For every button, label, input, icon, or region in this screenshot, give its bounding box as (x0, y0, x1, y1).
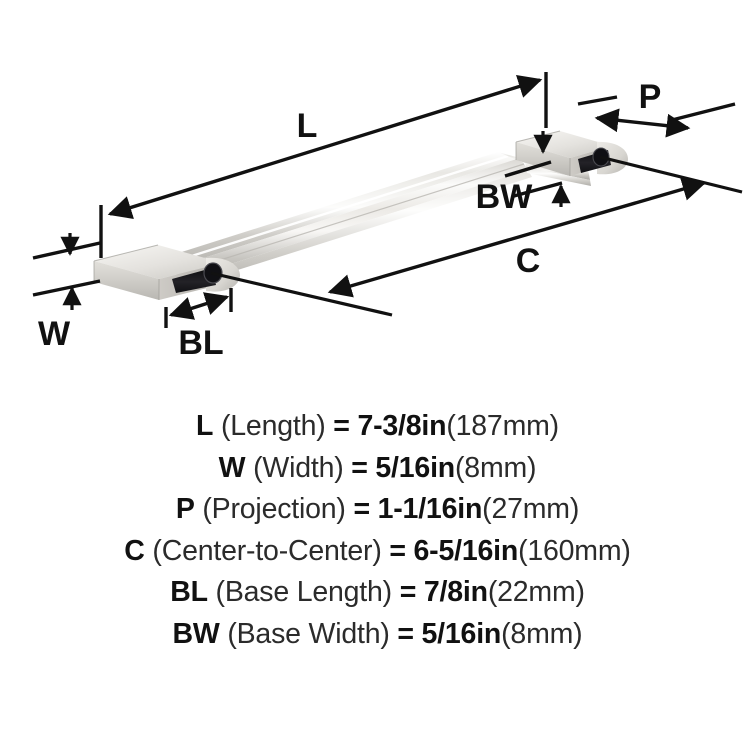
dimension-width: W (32, 233, 101, 353)
left-block-edges (93, 244, 160, 300)
length-label: L (297, 107, 318, 145)
projection-extension-left (577, 95, 618, 106)
spec-code: P (175, 493, 195, 525)
spec-row-width: W (Width) = 5/16in(8mm) (0, 451, 755, 484)
spec-imperial-value: 5/16in (421, 617, 502, 650)
center-extension-left (210, 271, 393, 317)
center-dimension-line (327, 177, 707, 298)
spec-imperial-value: 5/16in (375, 451, 456, 484)
spec-imperial-value: 6-5/16in (413, 534, 519, 567)
projection-extension-right (671, 102, 736, 122)
bar-groove-highlight (159, 154, 509, 268)
spec-metric-value: (22mm) (487, 576, 585, 608)
base-width-tick-upper (504, 160, 552, 178)
spec-row-center-to-center: C (Center-to-Center) = 6-5/16in(160mm) (0, 534, 755, 567)
spec-equals: = (397, 617, 414, 650)
spec-imperial-value: 7-3/8in (357, 410, 447, 442)
spec-name: (Center-to-Center) (152, 534, 382, 567)
width-label: W (38, 315, 71, 353)
bar-groove-shadow (175, 163, 525, 275)
projection-dimension-line (594, 108, 691, 138)
left-screw-hole-rim (203, 262, 223, 284)
spec-code: BW (172, 617, 220, 650)
center-extension-right (599, 155, 743, 194)
spec-name: (Width) (253, 451, 344, 484)
spec-row-base-length: BL (Base Length) = 7/8in(22mm) (0, 578, 755, 607)
width-tick-bottom (32, 279, 101, 297)
base-length-dimension-line (168, 292, 230, 320)
spec-code: C (124, 534, 145, 567)
spec-equals: = (399, 576, 417, 608)
spec-row-projection: P (Projection) = 1-1/16in(27mm) (0, 495, 755, 524)
handle-illustration (93, 130, 628, 300)
spec-code: W (218, 451, 246, 484)
spec-equals: = (389, 534, 406, 567)
spec-imperial-value: 1-1/16in (377, 493, 483, 525)
spec-equals: = (351, 451, 368, 484)
spec-row-length: L (Length) = 7-3/8in(187mm) (0, 412, 755, 441)
center-to-center-label: C (516, 242, 541, 280)
spec-name: (Length) (220, 410, 326, 442)
spec-name: (Base Length) (215, 576, 393, 608)
right-screw-hole-rim (592, 147, 610, 167)
handle-drawing-svg: L W BL BW (32, 72, 743, 362)
projection-label: P (639, 78, 662, 116)
technical-drawing: L W BL BW (32, 72, 743, 362)
dimension-center-to-center: C (210, 155, 743, 317)
spec-metric-value: (8mm) (455, 451, 537, 484)
spec-imperial-value: 7/8in (423, 576, 488, 608)
spec-code: BL (170, 576, 208, 608)
spec-name: (Base Width) (227, 617, 390, 650)
spec-equals: = (353, 493, 370, 525)
left-block-front (94, 261, 159, 300)
base-length-label: BL (178, 324, 223, 362)
width-tick-top (32, 241, 101, 260)
dimension-base-length: BL (164, 288, 233, 362)
spec-metric-value: (187mm) (446, 410, 559, 442)
spec-equals: = (333, 410, 350, 442)
dimension-projection: P (577, 78, 736, 138)
left-block-top (94, 245, 223, 279)
dimension-length: L (99, 72, 548, 258)
spec-metric-value: (8mm) (501, 617, 583, 650)
length-dimension-line (107, 75, 543, 219)
spec-row-base-width: BW (Base Width) = 5/16in(8mm) (0, 617, 755, 650)
specification-list: L (Length) = 7-3/8in(187mm) W (Width) = … (0, 412, 755, 648)
spec-metric-value: (160mm) (518, 534, 631, 567)
spec-code: L (196, 410, 214, 442)
base-width-label: BW (476, 178, 534, 216)
spec-name: (Projection) (202, 493, 346, 525)
spec-metric-value: (27mm) (482, 493, 580, 525)
